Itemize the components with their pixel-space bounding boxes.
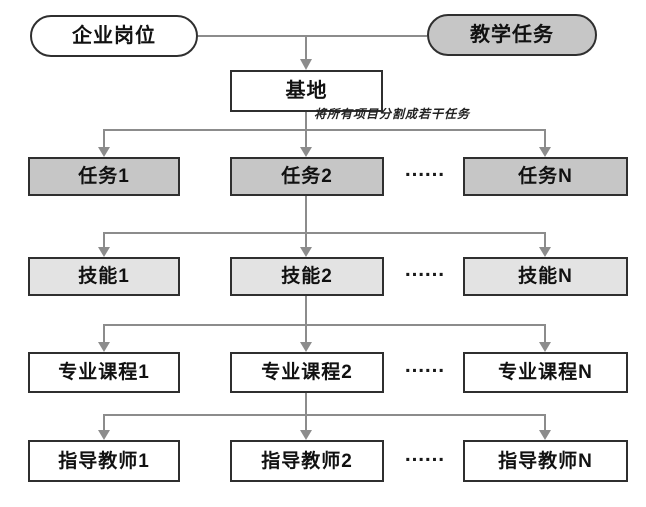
ellipsis-courses: ……: [404, 354, 445, 377]
ellipsis-tasks: ……: [404, 158, 445, 181]
ellipsis-skills: ……: [404, 258, 445, 281]
node-enterprise-position: 企业岗位: [30, 15, 198, 57]
ellipsis-teachers: ……: [404, 443, 445, 466]
node-teacher-n: 指导教师N: [463, 440, 628, 482]
node-task-n: 任务N: [463, 157, 628, 196]
node-skill-2: 技能2: [230, 257, 384, 296]
annotation-split-into-tasks: 将所有项目分割成若干任务: [314, 107, 471, 121]
node-course-1: 专业课程1: [28, 352, 180, 393]
node-teacher-2: 指导教师2: [230, 440, 384, 482]
node-teacher-1: 指导教师1: [28, 440, 180, 482]
node-task-1: 任务1: [28, 157, 180, 196]
node-base: 基地: [230, 70, 383, 112]
node-skill-1: 技能1: [28, 257, 180, 296]
node-course-n: 专业课程N: [463, 352, 628, 393]
node-task-2: 任务2: [230, 157, 384, 196]
node-teaching-task: 教学任务: [427, 14, 597, 56]
node-skill-n: 技能N: [463, 257, 628, 296]
node-course-2: 专业课程2: [230, 352, 384, 393]
